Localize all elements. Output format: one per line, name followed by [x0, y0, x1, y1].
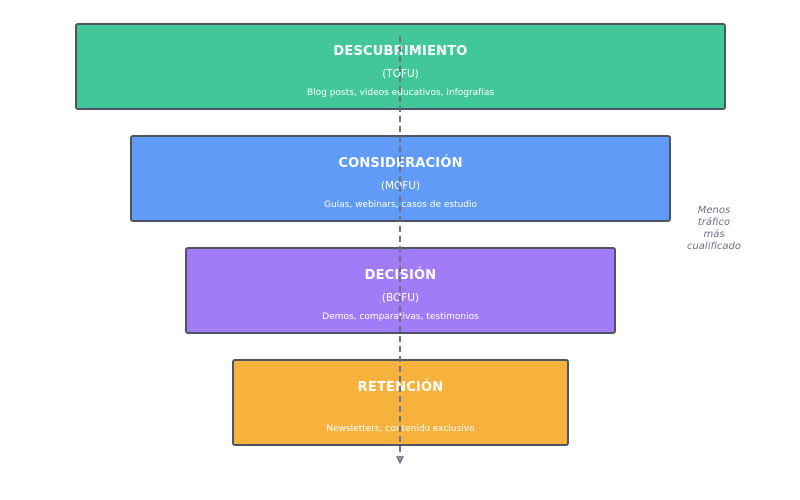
- stage-title: DECISIÓN: [364, 268, 437, 283]
- arrow-head-icon: [396, 455, 404, 465]
- side-note-line: Menos: [697, 205, 731, 216]
- stage-abbr: (MOFU): [380, 180, 421, 192]
- stage-description: Demos, comparativas, testimonios: [322, 312, 479, 322]
- stage-title: CONSIDERACIÓN: [338, 156, 463, 171]
- stage-retention: RETENCIÓN Newsletters, contenido exclusi…: [232, 359, 569, 446]
- side-note-line: tráfico: [697, 217, 731, 228]
- side-note: Menos tráfico más cualificado: [674, 205, 754, 253]
- stage-decision: DECISIÓN (BOFU) Demos, comparativas, tes…: [185, 247, 616, 334]
- stage-abbr: (TOFU): [382, 68, 419, 80]
- stage-title: RETENCIÓN: [357, 380, 444, 395]
- stage-description: Newsletters, contenido exclusivo: [326, 424, 475, 434]
- side-note-line: más: [703, 229, 725, 240]
- stage-consideration: CONSIDERACIÓN (MOFU) Guías, webinars, ca…: [130, 135, 671, 222]
- side-note-line: cualificado: [686, 241, 742, 252]
- stage-description: Guías, webinars, casos de estudio: [323, 200, 478, 210]
- stage-abbr: (BOFU): [381, 292, 420, 304]
- stage-title: DESCUBRIMIENTO: [333, 44, 468, 59]
- stage-description: Blog posts, videos educativos, infografí…: [306, 88, 495, 98]
- stage-discovery: DESCUBRIMIENTO (TOFU) Blog posts, videos…: [75, 23, 726, 110]
